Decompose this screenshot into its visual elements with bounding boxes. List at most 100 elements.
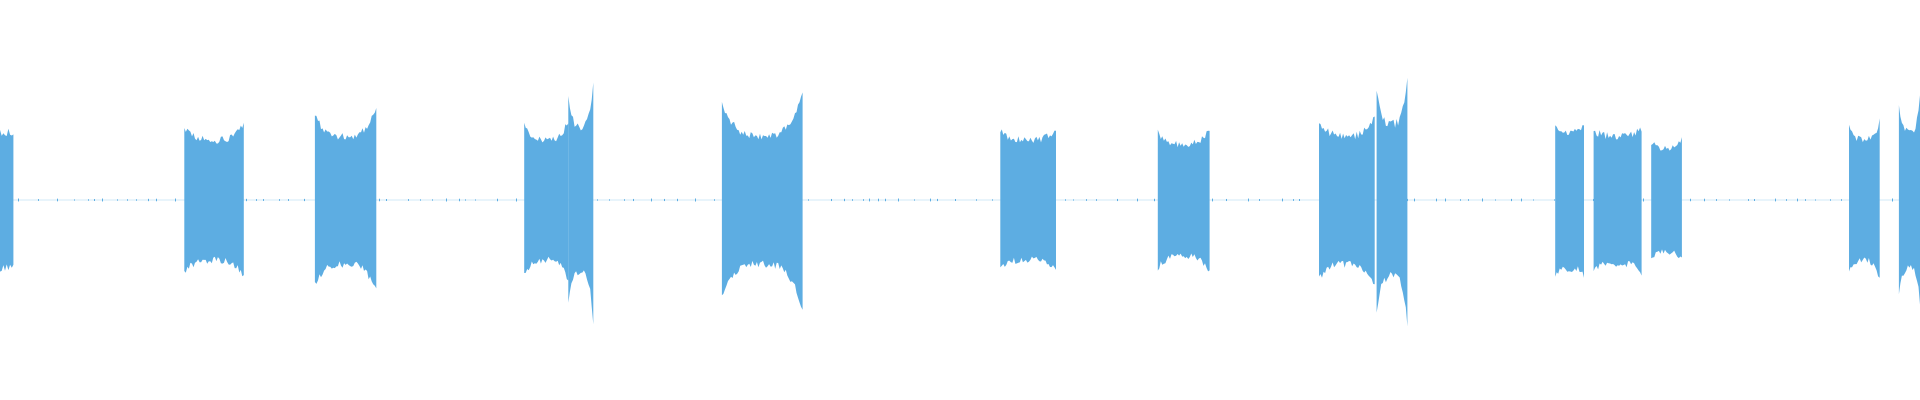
noise-tick [1797, 198, 1798, 202]
noise-tick [624, 199, 625, 201]
noise-tick [1407, 198, 1408, 202]
noise-tick [664, 198, 665, 202]
noise-tick [1086, 199, 1087, 201]
noise-tick [1259, 199, 1260, 201]
noise-tick [1436, 198, 1437, 202]
noise-tick [831, 198, 832, 202]
noise-tick [386, 199, 387, 201]
noise-tick [1248, 198, 1249, 202]
noise-tick [304, 198, 305, 202]
noise-tick [695, 198, 696, 202]
noise-tick [88, 199, 89, 201]
noise-tick [1117, 198, 1118, 202]
noise-tick [420, 199, 421, 201]
waveform-segment-11 [1555, 125, 1584, 278]
noise-tick [597, 199, 598, 201]
noise-tick [175, 198, 176, 202]
noise-tick [869, 198, 870, 202]
noise-tick [1521, 198, 1522, 202]
waveform-segment-9 [1319, 116, 1375, 285]
noise-tick [651, 198, 652, 202]
noise-tick [256, 199, 257, 201]
noise-tick [465, 199, 466, 201]
noise-tick [1815, 199, 1816, 201]
noise-tick [459, 198, 460, 202]
noise-tick [1226, 198, 1227, 202]
noise-tick [1096, 199, 1097, 201]
noise-tick [379, 198, 380, 202]
noise-tick [102, 198, 103, 202]
noise-tick [1729, 199, 1730, 201]
noise-tick [18, 198, 19, 202]
noise-tick [1830, 199, 1831, 201]
noise-tick [1299, 199, 1300, 201]
noise-tick [127, 199, 128, 201]
noise-tick [1786, 199, 1787, 201]
noise-tick [852, 199, 853, 201]
noise-tick [156, 198, 157, 202]
noise-tick [1073, 199, 1074, 201]
noise-tick [1495, 199, 1496, 201]
waveform-segment-1 [0, 128, 14, 272]
noise-tick [38, 199, 39, 201]
waveform-segment-8 [1157, 129, 1210, 272]
noise-tick [808, 199, 809, 201]
noise-tick [844, 198, 845, 202]
noise-tick [516, 198, 517, 202]
noise-tick [279, 199, 280, 201]
noise-tick [1643, 198, 1644, 202]
noise-tick [1468, 199, 1469, 201]
noise-tick [1533, 199, 1534, 201]
noise-tick [1748, 199, 1749, 201]
noise-tick [609, 199, 610, 201]
noise-tick [1154, 198, 1155, 202]
noise-tick [432, 199, 433, 201]
noise-tick [136, 199, 137, 201]
noise-tick [898, 198, 899, 202]
noise-tick [878, 198, 879, 202]
noise-tick [1775, 198, 1776, 202]
noise-tick [1282, 198, 1283, 202]
noise-tick [94, 199, 95, 201]
noise-tick [1892, 198, 1893, 202]
noise-tick [475, 199, 476, 201]
noise-tick [937, 198, 938, 202]
waveform-segment-5 [568, 82, 594, 325]
waveform-segments [0, 77, 1920, 327]
noise-tick [1593, 198, 1594, 202]
noise-tick [914, 199, 915, 201]
waveform-segment-10 [1376, 77, 1408, 327]
noise-tick [1065, 199, 1066, 201]
waveform-segment-3 [314, 108, 377, 289]
noise-tick [976, 199, 977, 201]
noise-tick [1554, 199, 1555, 201]
waveform-segment-4 [524, 122, 569, 281]
noise-tick [633, 198, 634, 202]
noise-tick [408, 199, 409, 201]
noise-tick [1716, 199, 1717, 201]
noise-tick [446, 198, 447, 202]
noise-tick [1212, 198, 1213, 202]
noise-tick [1414, 198, 1415, 202]
noise-tick [1805, 199, 1806, 201]
noise-tick [497, 198, 498, 202]
noise-tick [117, 199, 118, 201]
waveform-segment-12 [1593, 127, 1642, 276]
noise-tick [1293, 199, 1294, 201]
noise-tick [1482, 198, 1483, 202]
noise-tick [1511, 198, 1512, 202]
noise-tick [57, 198, 58, 202]
noise-tick [1690, 198, 1691, 202]
noise-tick [1460, 199, 1461, 201]
noise-tick [1137, 198, 1138, 202]
noise-tick [885, 198, 886, 202]
noise-tick [246, 198, 247, 202]
noise-tick [263, 199, 264, 201]
noise-tick [288, 199, 289, 201]
noise-tick [1704, 198, 1705, 202]
waveform-segment-7 [1000, 129, 1056, 270]
noise-tick [955, 198, 956, 202]
noise-tick [677, 198, 678, 202]
noise-tick [1754, 199, 1755, 201]
